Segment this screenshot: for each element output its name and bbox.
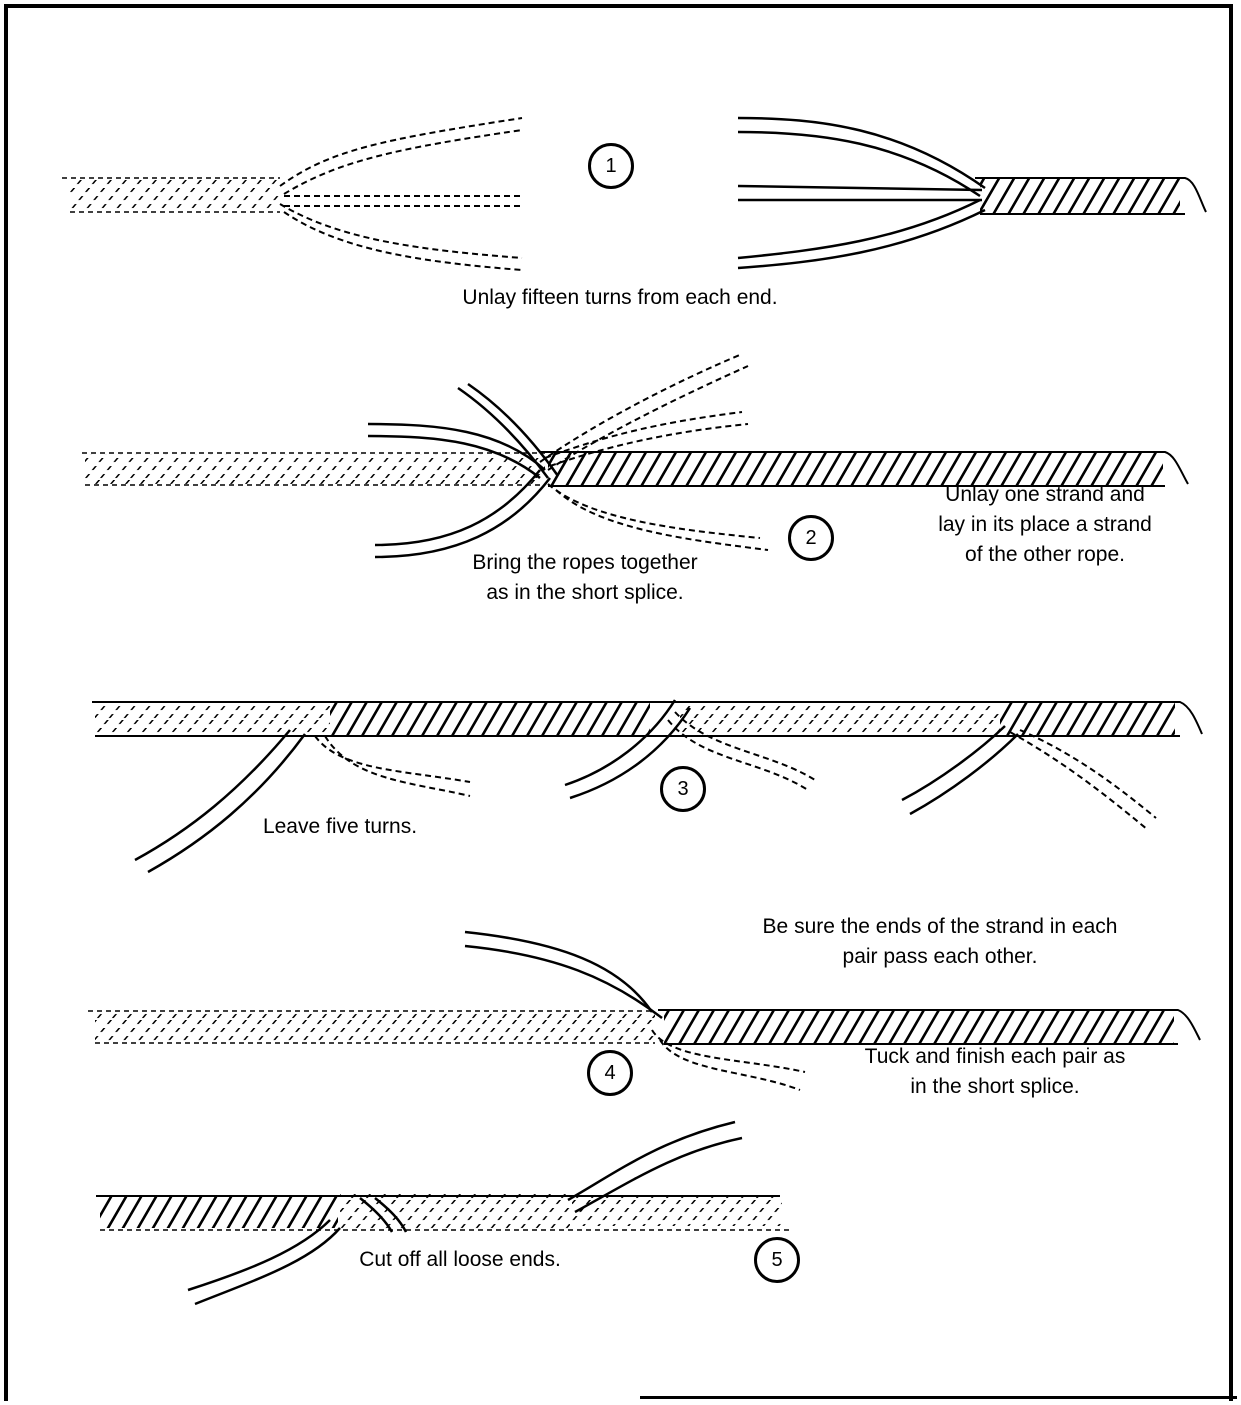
step-1-caption: Unlay fifteen turns from each end. — [380, 283, 860, 313]
step-4-solid-strand — [465, 932, 662, 1018]
left-rope-dashed — [82, 453, 545, 485]
step-3-illustration — [92, 700, 1202, 872]
rope-a-dashed — [62, 178, 280, 212]
step-5-caption: Cut off all loose ends. — [320, 1245, 600, 1275]
rope-b-unlaid-strands — [738, 118, 985, 268]
step-3-badge: 3 — [660, 766, 706, 812]
step-5-illustration — [96, 1122, 790, 1304]
rope-b-solid — [975, 178, 1206, 214]
step-2-caption-left: Bring the ropes together as in the short… — [420, 548, 750, 608]
step-4-caption-bottom: Tuck and finish each pair as in the shor… — [820, 1042, 1170, 1102]
step-4-caption-top: Be sure the ends of the strand in each p… — [720, 912, 1160, 972]
step-5-badge: 5 — [754, 1237, 800, 1283]
step-1-illustration — [62, 118, 1206, 270]
rope-a-unlaid-strands — [280, 118, 522, 270]
step-3-caption: Leave five turns. — [220, 812, 460, 842]
step-2-badge: 2 — [788, 515, 834, 561]
step-2-caption-right: Unlay one strand and lay in its place a … — [880, 480, 1210, 570]
step-4-badge: 4 — [587, 1050, 633, 1096]
step-1-badge: 1 — [588, 143, 634, 189]
